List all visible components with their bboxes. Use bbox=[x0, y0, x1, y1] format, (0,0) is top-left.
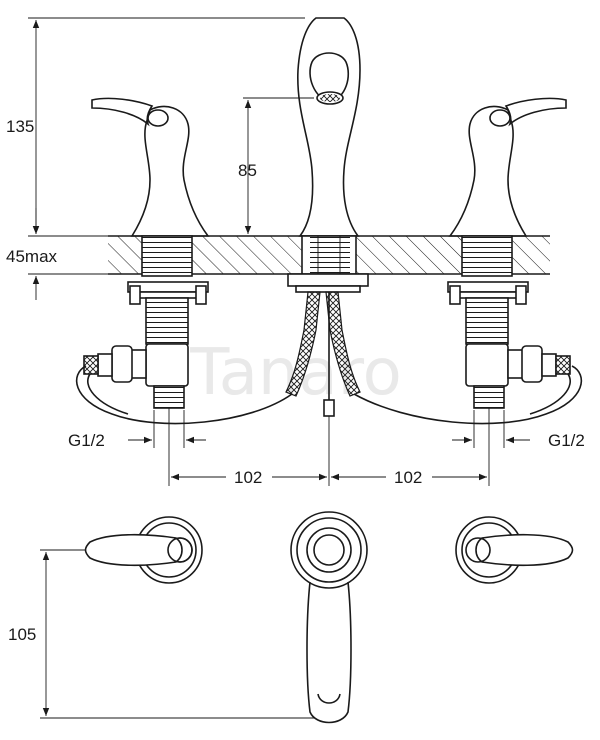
dim-overall-height: 135 bbox=[6, 117, 34, 136]
dim-spout-height: 85 bbox=[238, 161, 257, 180]
left-handle-valve bbox=[83, 97, 210, 409]
top-view bbox=[84, 511, 574, 724]
right-handle-valve bbox=[447, 97, 571, 409]
center-spout bbox=[285, 17, 369, 417]
dim-spacing-left: 102 bbox=[234, 468, 262, 487]
supply-hoses bbox=[75, 365, 583, 425]
dim-deck-thickness: 45max bbox=[6, 247, 58, 266]
extension-lines bbox=[28, 17, 314, 719]
dim-thread-right: G1/2 bbox=[548, 431, 585, 450]
dim-thread-left: G1/2 bbox=[68, 431, 105, 450]
dim-spacing-right: 102 bbox=[394, 468, 422, 487]
dim-depth: 105 bbox=[8, 625, 36, 644]
